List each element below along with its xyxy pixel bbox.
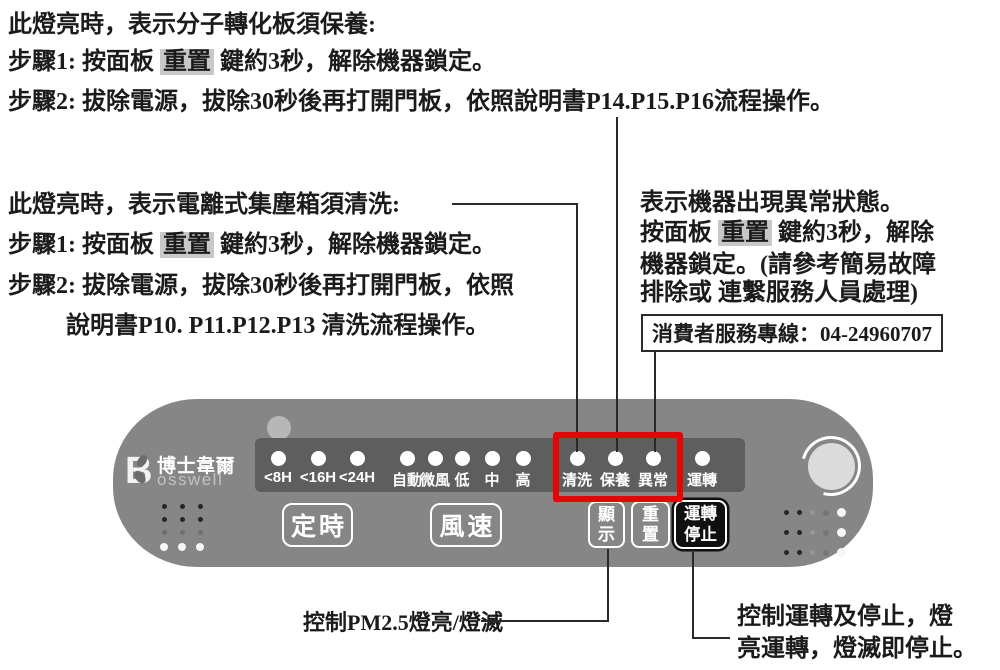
display-annotation: 控制PM2.5燈亮/燈滅 [303,610,503,635]
brand-name-english: osswell [157,470,224,489]
callout-line-runstop-vertical [692,550,694,639]
led-label: 高 [515,472,531,489]
callout-line-cleaning-horizontal [452,203,578,205]
led-dot [399,451,415,466]
led-dot [454,451,470,466]
led-dot [645,451,661,466]
reset-key-highlight: 重置 [718,220,772,246]
dot-grille-right [784,508,846,557]
bosswell-leaf-logo-icon: B [125,449,155,494]
control-panel: B 博士韋爾 osswell <8H <16H <24H 自動 微風 低 中 高… [113,399,873,567]
led-abnormal: 異常 [623,451,683,490]
led-mid: 中 [462,451,522,490]
led-label: <24H [338,469,376,486]
step1-text-post: 鍵約3秒，解除機器鎖定。 [214,232,496,258]
svg-text:B: B [127,450,152,489]
dot-grille-left [160,504,204,551]
led-8h: <8H [248,451,308,486]
cleaning-note-step1: 步驟1: 按面板 重置 鍵約3秒，解除機器鎖定。 [8,230,496,260]
led-breeze: 微風 [405,451,465,490]
abnormal-note-line4: 排除或 連繫服務人員處理) [640,280,918,306]
run-stop-button-label: 運轉停止 [683,504,717,544]
led-dot [427,451,443,466]
fan-speed-button-label: 風速 [439,513,496,541]
led-dot [484,451,500,466]
callout-line-runstop-horizontal [692,637,730,639]
led-dot [349,451,365,466]
led-maintain: 保養 [585,451,645,490]
led-label: 運轉 [686,472,717,489]
led-24h: <24H [327,451,387,486]
step1-text: 步驟1: 按面板 [8,49,160,75]
led-dot [607,451,623,466]
maintenance-note-step1: 步驟1: 按面板 重置 鍵約3秒，解除機器鎖定。 [8,47,496,77]
light-sensor [267,416,291,440]
led-label: 異常 [637,472,668,489]
cleaning-note-step2-line1: 步驟2: 拔除電源，拔除30秒後再打開門板，依照 [8,273,514,299]
reset-button[interactable]: 重置 [631,501,670,548]
led-low: 低 [432,451,492,490]
maintenance-note-step2: 步驟2: 拔除電源，拔除30秒後再打開門板，依照說明書P14.P15.P16流程… [8,89,834,115]
power-knob[interactable] [808,443,855,490]
service-hotline-box: 消費者服務專線：04-24960707 [641,314,943,352]
run-stop-annotation: 控制運轉及停止，燈 亮運轉，燈滅即停止。 [737,601,977,665]
reset-button-label: 重置 [642,504,659,544]
run-stop-annotation-line2: 亮運轉，燈滅即停止。 [737,636,977,662]
led-label: 中 [484,472,500,489]
led-label: <16H [299,469,337,486]
callout-line-display-horizontal [481,620,609,622]
callout-line-cleaning-vertical [576,203,578,452]
step1-text: 步驟1: 按面板 [8,232,160,258]
led-label: 微風 [419,472,450,489]
callout-line-display-vertical [607,549,609,622]
abnormal-note-line3: 機器鎖定。(請參考簡易故障 [640,252,936,278]
led-label: 保養 [599,472,630,489]
led-dot [310,451,326,466]
led-label: 自動 [391,472,422,489]
brand-name-chinese: 博士韋爾 [157,456,236,477]
led-dot [515,451,531,466]
cleaning-note-step2-line2: 說明書P10. P11.P12.P13 清洗流程操作。 [66,313,490,339]
led-label: 清洗 [561,472,592,489]
led-high: 高 [493,451,553,490]
step1-text-post: 鍵約3秒，解除機器鎖定。 [214,49,496,75]
display-button-label: 顯示 [598,504,615,544]
callout-line-maintenance-vertical [616,117,618,452]
display-button[interactable]: 顯示 [588,501,625,548]
led-auto: 自動 [377,451,437,490]
led-dot [270,451,286,466]
led-16h: <16H [288,451,348,486]
led-clean: 清洗 [547,451,607,490]
fan-speed-button[interactable]: 風速 [430,503,502,547]
timer-button-label: 定時 [290,513,347,541]
cleaning-note-line1: 此燈亮時，表示電離式集塵箱須清洗: [8,192,400,218]
led-dot [569,451,585,466]
service-hotline-text: 消費者服務專線：04-24960707 [652,322,932,346]
run-stop-button[interactable]: 運轉停止 [674,500,727,549]
reset-key-highlight: 重置 [160,232,214,258]
run-stop-annotation-line1: 控制運轉及停止，燈 [737,604,953,630]
led-dot [694,451,710,466]
abnormal-note-line1: 表示機器出現異常狀態。 [640,190,904,216]
led-label: <8H [264,469,292,486]
timer-button[interactable]: 定時 [282,503,353,547]
line2-text-post: 鍵約3秒，解除 [772,220,934,246]
led-label: 低 [454,472,470,489]
line2-text: 按面板 [640,220,718,246]
abnormal-note-line2: 按面板 重置 鍵約3秒，解除 [640,219,934,248]
highlight-red-box [553,432,683,502]
callout-line-abnormal-vertical [654,352,656,452]
led-strip [255,438,745,492]
led-run: 運轉 [672,451,732,490]
maintenance-note-line1: 此燈亮時，表示分子轉化板須保養: [8,12,376,38]
reset-key-highlight: 重置 [160,49,214,75]
